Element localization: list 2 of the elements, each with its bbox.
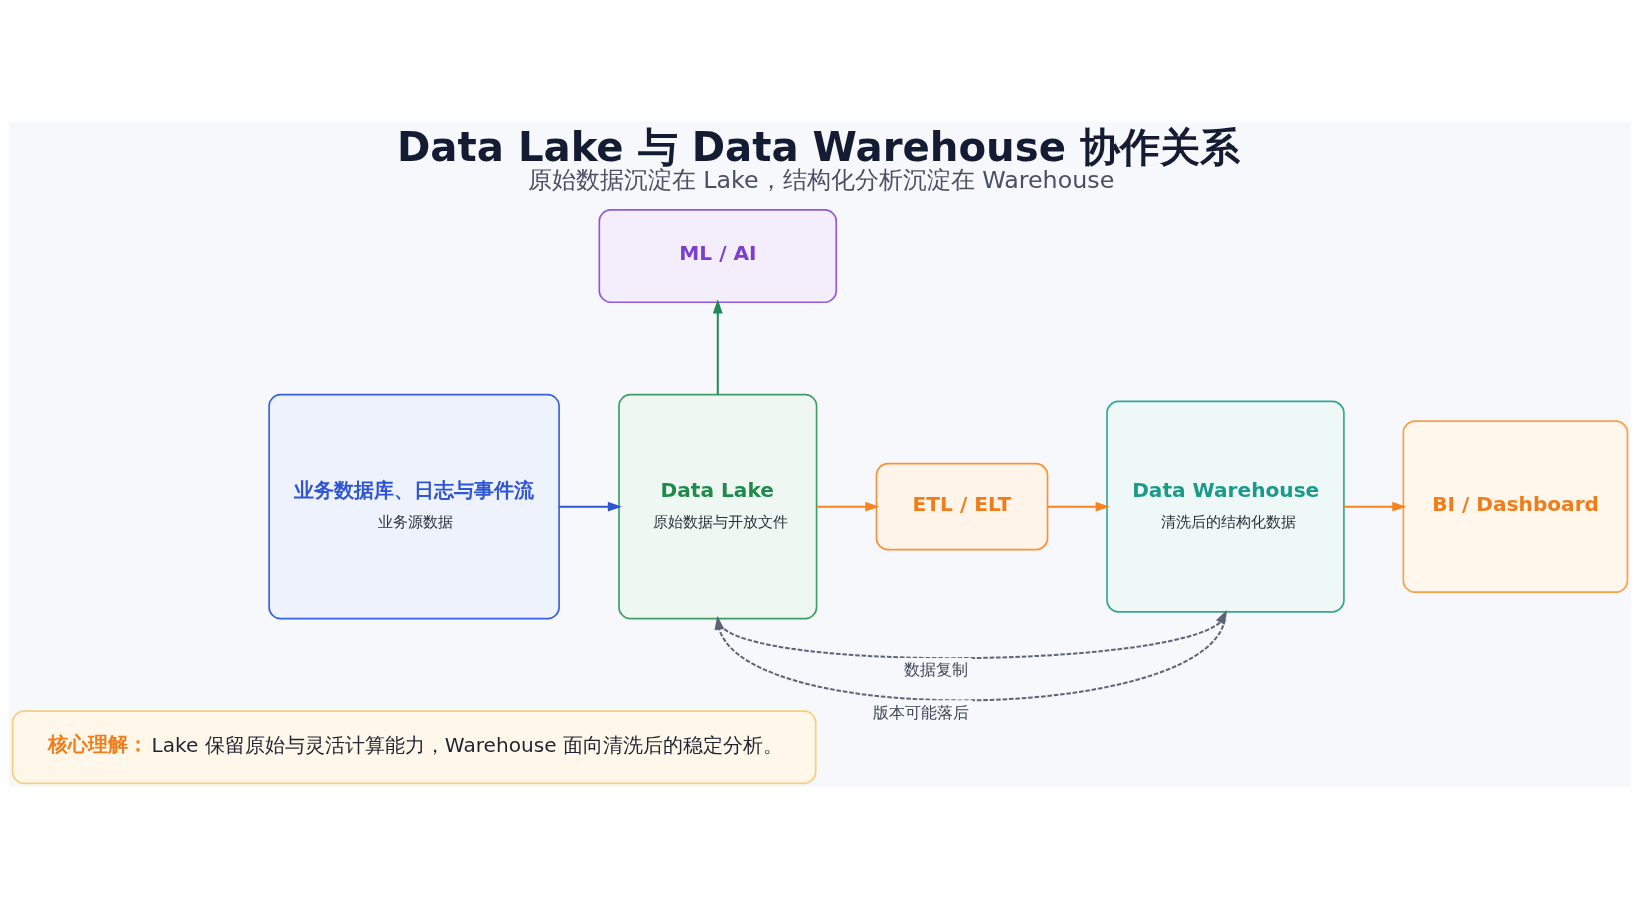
edge-label: 版本可能落后 [873, 703, 969, 722]
edge-label: 数据复制 [903, 661, 968, 679]
